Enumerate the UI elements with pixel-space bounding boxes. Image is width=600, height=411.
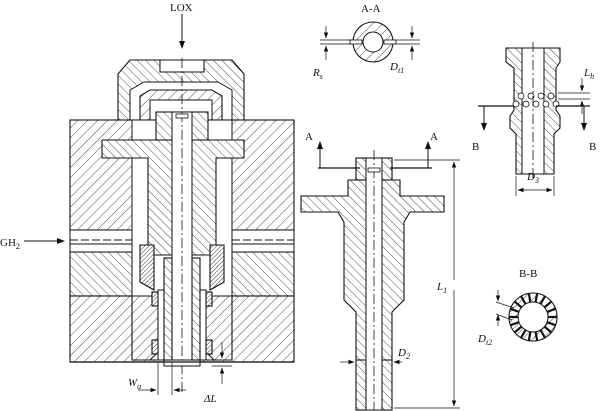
- wa-dimension: Wa: [128, 362, 186, 395]
- injector-assembly: [69, 58, 295, 392]
- d2-dimension: D2: [340, 347, 410, 365]
- svg-text:D2: D2: [397, 347, 410, 361]
- section-bb: B-B Dt2: [477, 268, 558, 347]
- svg-text:Dt1: Dt1: [389, 61, 404, 75]
- section-aa: A-A Rs Dt1: [312, 3, 420, 81]
- lox-label: LOX: [170, 2, 193, 14]
- svg-text:D3: D3: [526, 171, 539, 185]
- bb-radial-slot: [527, 293, 532, 303]
- svg-text:L1: L1: [436, 281, 447, 295]
- svg-text:A: A: [430, 131, 438, 143]
- svg-text:A: A: [305, 131, 313, 143]
- delta-l-dimension: ΔL: [203, 342, 232, 405]
- bb-radial-slot: [513, 325, 523, 334]
- svg-text:Dt2: Dt2: [477, 333, 492, 347]
- l1-dimension: L1: [394, 159, 460, 409]
- bb-radial-slot: [510, 321, 520, 327]
- bb-radial-slot: [520, 295, 527, 305]
- lox-post-part: [300, 150, 445, 411]
- svg-text:Rs: Rs: [312, 67, 323, 81]
- d3-dimension: D3: [515, 171, 555, 196]
- svg-text:Lh: Lh: [583, 67, 594, 81]
- svg-text:Wa: Wa: [128, 377, 141, 391]
- bb-radial-slot: [543, 300, 553, 309]
- bb-radial-slot: [539, 329, 546, 339]
- svg-text:ΔL: ΔL: [203, 393, 217, 405]
- sleeve-part: [505, 42, 561, 180]
- bb-radial-slot: [510, 307, 520, 313]
- bb-radial-slot: [543, 325, 553, 334]
- bb-radial-slot: [513, 300, 523, 309]
- gh2-label: GH2: [0, 237, 20, 251]
- bb-radial-slot: [520, 329, 527, 339]
- bb-radial-slot: [527, 331, 532, 341]
- bb-radial-slot: [546, 321, 556, 327]
- svg-text:A-A: A-A: [361, 3, 381, 15]
- bb-radial-slot: [534, 331, 539, 341]
- bb-radial-slot: [539, 295, 546, 305]
- lh-dimension: Lh: [558, 67, 594, 114]
- bb-radial-slot: [546, 307, 556, 313]
- svg-text:B: B: [472, 141, 479, 153]
- svg-text:B: B: [589, 141, 596, 153]
- svg-text:B-B: B-B: [519, 268, 537, 280]
- bb-radial-slot: [534, 293, 539, 303]
